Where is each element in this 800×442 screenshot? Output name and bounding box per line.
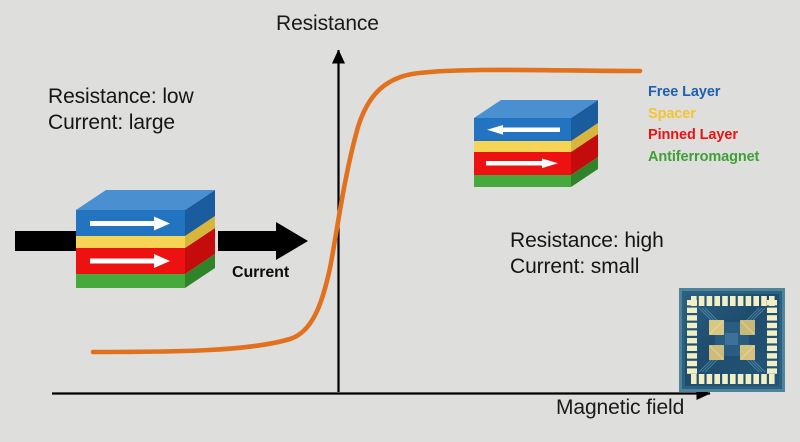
antiferromagnet-side xyxy=(571,157,598,187)
legend-item-antiferromagnet: Antiferromagnet xyxy=(648,147,759,169)
chip-pad-highlights xyxy=(709,320,755,360)
free-layer-magnetization-arrow-left xyxy=(487,125,560,135)
current-label: Current xyxy=(232,264,290,281)
current-arrow-head xyxy=(276,222,308,260)
parallel-state-stack xyxy=(58,188,238,300)
legend-item-free-layer: Free Layer xyxy=(648,82,759,104)
antiparallel-state-note-line1: Resistance: high xyxy=(510,229,664,252)
antiferromagnet-side xyxy=(185,254,215,288)
spacer-front xyxy=(474,141,571,152)
spacer-side xyxy=(185,216,215,248)
free-layer-top xyxy=(474,100,598,118)
antiferromagnet-front xyxy=(474,175,571,187)
chip-bond-pads-top xyxy=(691,296,775,306)
x-axis-title: Magnetic field xyxy=(556,396,685,419)
legend-item-pinned-layer: Pinned Layer xyxy=(648,125,759,147)
parallel-state-note-line1: Resistance: low xyxy=(48,85,194,108)
pinned-layer-magnetization-arrow-right xyxy=(486,158,558,169)
y-axis-title: Resistance xyxy=(276,12,379,35)
legend-item-spacer: Spacer xyxy=(648,104,759,126)
spacer-side xyxy=(571,123,598,152)
parallel-state-note: Resistance: low Current: large xyxy=(48,84,194,136)
spacer-front xyxy=(76,236,185,248)
pinned-layer-side xyxy=(571,134,598,175)
legend-item-free-layer-label: Free Layer xyxy=(648,84,721,100)
parallel-state-note-line2: Current: large xyxy=(48,111,175,134)
antiparallel-state-stack xyxy=(458,98,618,198)
free-layer-magnetization-arrow-right xyxy=(90,216,170,231)
antiparallel-state-note-line2: Current: small xyxy=(510,255,640,278)
legend-item-pinned-layer-label: Pinned Layer xyxy=(648,127,738,143)
chip-bond-pads-bottom xyxy=(691,374,775,384)
layer-legend: Free Layer Spacer Pinned Layer Antiferro… xyxy=(648,82,759,168)
free-layer-side xyxy=(571,100,598,141)
chip-bond-pads-left xyxy=(687,300,697,374)
legend-item-spacer-label: Spacer xyxy=(648,105,696,122)
chip-core-center xyxy=(725,333,738,345)
mram-chip-die-photo xyxy=(679,288,785,392)
free-layer-side xyxy=(185,190,215,236)
antiferromagnet-front xyxy=(76,274,185,288)
pinned-layer-magnetization-arrow-right xyxy=(90,254,170,268)
legend-item-antiferromagnet-label: Antiferromagnet xyxy=(648,148,760,165)
free-layer-top xyxy=(76,190,215,210)
antiparallel-state-note: Resistance: high Current: small xyxy=(510,228,664,280)
chip-bond-pads-right xyxy=(767,300,777,374)
pinned-layer-side xyxy=(185,228,215,274)
